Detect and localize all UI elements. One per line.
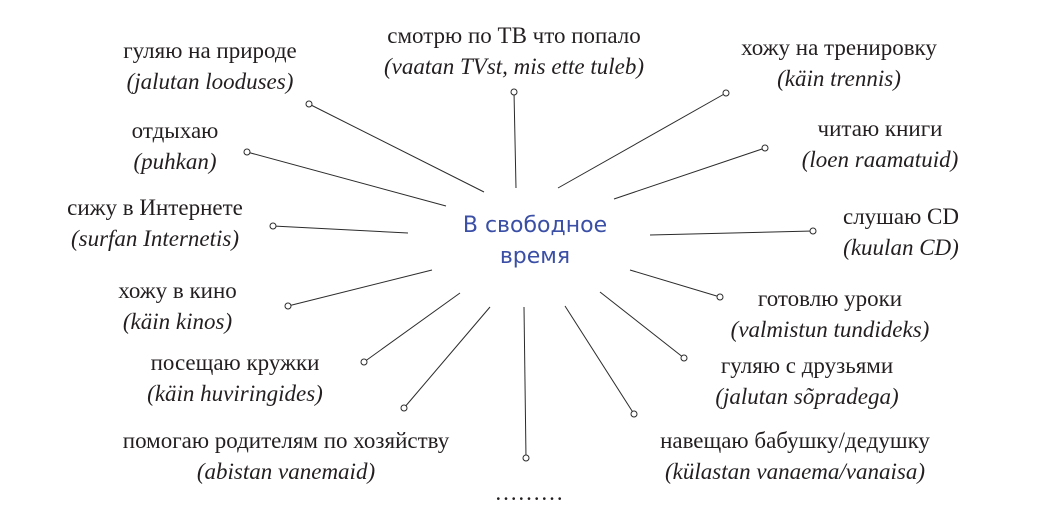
ray-books [613,147,766,200]
item-tv-et: (vaatan TVst, mis ette tuleb) [383,54,644,79]
ray-homework-end [716,293,724,301]
ray-nature [308,103,485,193]
ray-cinema [287,269,433,307]
item-clubs-ru: посещаю кружки [150,350,320,375]
ray-nature-end [305,100,313,108]
ray-training [557,92,727,189]
ray-homework [629,269,721,298]
item-training-ru: хожу на тренировку [741,35,937,60]
ray-more-end [522,454,530,462]
item-tv: смотрю по ТВ что попало (vaatan TVst, mi… [364,20,664,82]
item-grandma-ru: навещаю бабушку/дедушку [660,428,930,453]
item-cd: слушаю CD (kuulan CD) [826,201,976,263]
ray-clubs-end [360,358,368,366]
item-grandma: навещаю бабушку/дедушку (külastan vanaem… [630,425,960,487]
more-ellipsis: ……… [494,480,564,505]
item-cinema-et: (käin kinos) [122,309,233,334]
item-rest-ru: отдыхаю [131,118,219,143]
ray-friends [599,291,685,359]
item-training: хожу на тренировку (käin trennis) [714,32,964,94]
ray-rest [246,151,447,207]
ray-rest-end [243,148,251,156]
ray-parents-end [400,404,408,412]
ray-more [523,306,527,459]
item-tv-ru: смотрю по ТВ что попало [387,23,641,48]
ray-tv-end [510,88,518,96]
ray-friends-end [680,354,688,362]
item-internet: сижу в Интернете (surfan Internetis) [40,192,270,254]
item-training-et: (käin trennis) [777,66,901,91]
item-parents-et: (abistan vanemaid) [196,459,376,484]
ray-tv [513,91,517,189]
ray-training-end [722,89,730,97]
item-parents: помогаю родителям по хозяйству (abistan … [76,425,496,487]
item-nature-et: (jalutan looduses) [126,69,294,94]
ray-parents [403,306,491,409]
ray-cd-end [809,227,817,235]
item-rest: отдыхаю (puhkan) [100,115,250,177]
item-homework-et: (valmistun tundideks) [730,317,930,342]
ray-grandma-end [630,410,638,418]
item-nature: гуляю на природе (jalutan looduses) [100,35,320,97]
item-parents-ru: помогаю родителям по хозяйству [122,428,450,453]
item-internet-et: (surfan Internetis) [70,226,240,251]
item-homework: готовлю уроки (valmistun tundideks) [710,283,950,345]
item-books-ru: читаю книги [817,116,943,141]
center-topic: В свободное время [462,213,608,269]
ray-internet-end [269,222,277,230]
item-cd-ru: слушаю CD [843,204,959,229]
item-books: читаю книги (loen raamatuid) [780,113,980,175]
item-internet-ru: сижу в Интернете [67,195,243,220]
item-homework-ru: готовлю уроки [757,286,903,311]
item-friends: гуляю с друзьями (jalutan sõpradega) [692,350,922,412]
item-nature-ru: гуляю на природе [123,38,297,63]
item-rest-et: (puhkan) [133,149,217,174]
ray-clubs [363,292,461,363]
item-friends-ru: гуляю с друзьями [720,353,894,378]
item-friends-et: (jalutan sõpradega) [715,384,899,409]
item-clubs: посещаю кружки (käin huviringides) [120,347,350,409]
item-cinema-ru: хожу в кино [118,278,237,303]
item-cd-et: (kuulan CD) [843,235,959,260]
ray-books-end [761,144,769,152]
item-grandma-et: (külastan vanaema/vanaisa) [665,459,925,484]
ray-internet [272,225,409,234]
ray-cinema-end [284,302,292,310]
ray-cd [649,230,814,236]
item-books-et: (loen raamatuid) [801,147,959,172]
item-clubs-et: (käin huviringides) [147,381,323,406]
item-cinema: хожу в кино (käin kinos) [95,275,260,337]
ray-grandma [564,305,635,415]
